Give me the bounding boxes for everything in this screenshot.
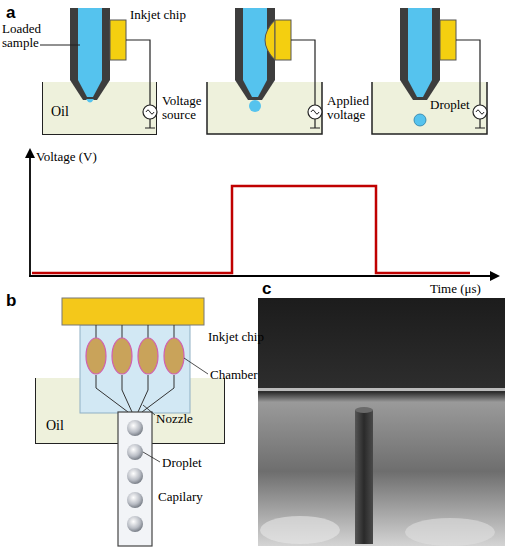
part-label: Loaded sample [2, 22, 44, 50]
part-label: Inkjet chip [208, 330, 288, 344]
bath-label: Oil [46, 418, 64, 434]
part-label: Nozzle [156, 412, 216, 426]
part-label: Droplet [162, 456, 222, 470]
microscope-photo [258, 298, 505, 546]
part-label: Inkjet chip [130, 8, 210, 22]
panel-letter: b [6, 292, 26, 310]
axis-label: Voltage (V) [36, 150, 126, 164]
setup-pulse [207, 8, 322, 134]
panel-letter: a [6, 4, 26, 22]
voltage-graph [25, 148, 500, 281]
part-label: Chamber [210, 368, 280, 382]
panel-letter: c [262, 280, 282, 298]
oil-bath: Oil [35, 378, 225, 444]
axis-label: Time (μs) [430, 282, 500, 296]
part-label: Voltage source [162, 94, 212, 122]
part-label: Capilary [158, 490, 228, 504]
part-label: Droplet [430, 98, 480, 112]
oil-bath: Oil [42, 82, 157, 135]
setup-release [372, 8, 487, 134]
part-label: Applied voltage [327, 94, 377, 122]
bath-label: Oil [51, 104, 69, 120]
